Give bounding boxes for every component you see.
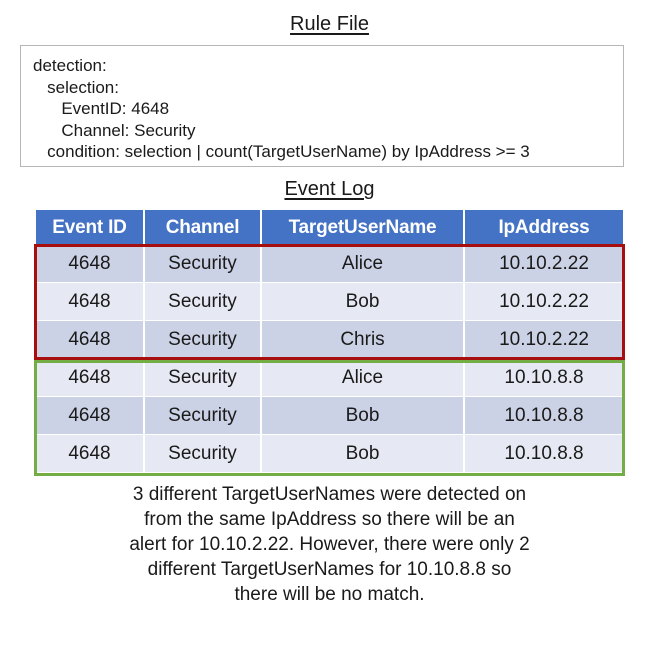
table-row: 4648 Security Chris 10.10.2.22 [36, 321, 623, 359]
cell-ipaddress: 10.10.8.8 [465, 435, 623, 473]
event-log-table: Event ID Channel TargetUserName IpAddres… [36, 210, 623, 473]
cell-channel: Security [145, 245, 262, 283]
cell-event-id: 4648 [36, 435, 145, 473]
explanation-caption: 3 different TargetUserNames were detecte… [58, 482, 601, 607]
rule-line-detection: detection: [33, 56, 107, 75]
cell-channel: Security [145, 283, 262, 321]
cell-targetusername: Chris [262, 321, 465, 359]
column-header-channel: Channel [145, 210, 262, 245]
cell-event-id: 4648 [36, 397, 145, 435]
rule-file-title-text: Rule File [290, 13, 369, 35]
column-header-targetusername: TargetUserName [262, 210, 465, 245]
cell-ipaddress: 10.10.2.22 [465, 321, 623, 359]
cell-event-id: 4648 [36, 359, 145, 397]
cell-targetusername: Alice [262, 359, 465, 397]
column-header-event-id: Event ID [36, 210, 145, 245]
cell-event-id: 4648 [36, 321, 145, 359]
rule-line-channel: Channel: Security [33, 120, 196, 140]
cell-targetusername: Bob [262, 283, 465, 321]
caption-line-4: different TargetUserNames for 10.10.8.8 … [147, 559, 512, 580]
event-log-table-wrap: Event ID Channel TargetUserName IpAddres… [34, 210, 625, 476]
rule-line-selection: selection: [33, 77, 119, 97]
rule-file-title: Rule File [0, 12, 659, 36]
caption-line-1: 3 different TargetUserNames were detecte… [132, 484, 527, 505]
table-row: 4648 Security Bob 10.10.8.8 [36, 435, 623, 473]
rule-line-eventid: EventID: 4648 [33, 99, 170, 118]
event-log-title: Event Log [0, 177, 659, 201]
cell-channel: Security [145, 321, 262, 359]
column-header-ipaddress: IpAddress [465, 210, 623, 245]
cell-ipaddress: 10.10.8.8 [465, 359, 623, 397]
cell-event-id: 4648 [36, 245, 145, 283]
caption-line-2: from the same IpAddress so there will be… [144, 509, 515, 530]
caption-line-5: there will be no match. [234, 584, 425, 605]
cell-ipaddress: 10.10.8.8 [465, 397, 623, 435]
table-header-row: Event ID Channel TargetUserName IpAddres… [36, 210, 623, 245]
cell-ipaddress: 10.10.2.22 [465, 283, 623, 321]
rule-line-condition: condition: selection | count(TargetUserN… [33, 142, 530, 161]
table-row: 4648 Security Bob 10.10.8.8 [36, 397, 623, 435]
cell-targetusername: Bob [262, 435, 465, 473]
cell-event-id: 4648 [36, 283, 145, 321]
cell-targetusername: Bob [262, 397, 465, 435]
table-row: 4648 Security Alice 10.10.2.22 [36, 245, 623, 283]
cell-ipaddress: 10.10.2.22 [465, 245, 623, 283]
cell-channel: Security [145, 435, 262, 473]
table-row: 4648 Security Alice 10.10.8.8 [36, 359, 623, 397]
rule-file-box: detection: selection: EventID: 4648 Chan… [20, 45, 624, 167]
event-log-title-text: Event Log [284, 178, 375, 200]
caption-line-3: alert for 10.10.2.22. However, there wer… [129, 534, 530, 555]
table-row: 4648 Security Bob 10.10.2.22 [36, 283, 623, 321]
cell-channel: Security [145, 397, 262, 435]
cell-targetusername: Alice [262, 245, 465, 283]
cell-channel: Security [145, 359, 262, 397]
